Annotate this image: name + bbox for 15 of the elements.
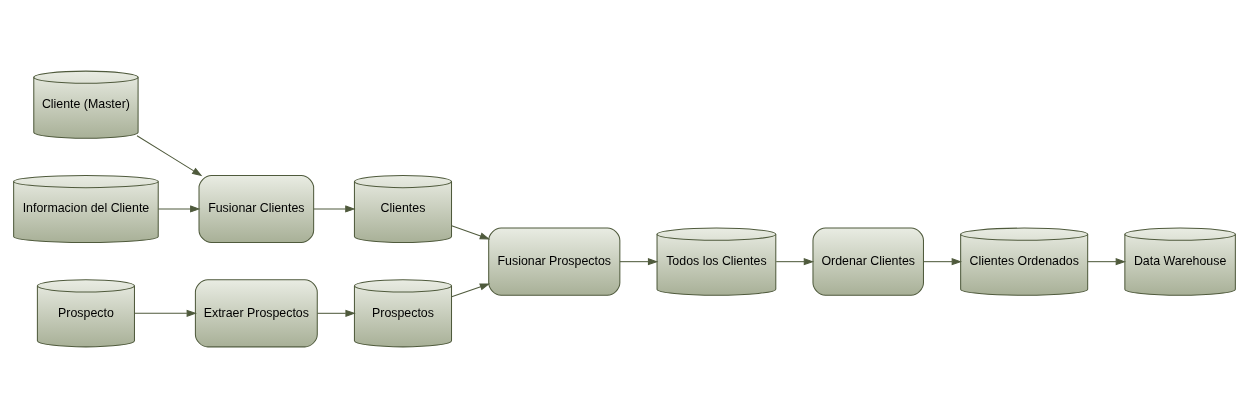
arrow	[157, 204, 201, 213]
arrow	[313, 204, 356, 213]
arrow	[923, 257, 962, 265]
arrow	[1087, 257, 1126, 265]
node-box: Ordenar Clientes	[812, 227, 924, 296]
arrow	[134, 309, 197, 317]
node-box: Fusionar Clientes	[198, 174, 315, 243]
arrow	[619, 257, 659, 265]
arrow	[316, 309, 356, 317]
arrow	[136, 134, 203, 176]
arrow	[451, 282, 491, 297]
node-box: Fusionar Prospectos	[488, 227, 621, 296]
node-box: Extraer Prospectos	[194, 278, 318, 347]
arrow	[451, 224, 491, 239]
arrow	[775, 257, 815, 265]
